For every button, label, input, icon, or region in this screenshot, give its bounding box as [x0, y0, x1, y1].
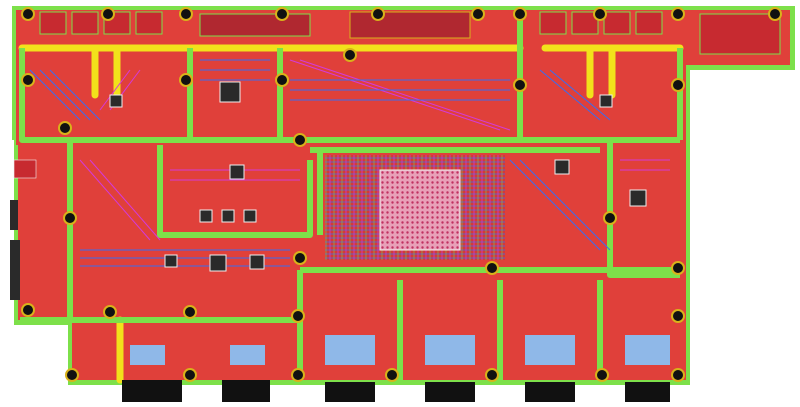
ic-chip-icon — [243, 209, 257, 223]
mounting-hole-icon — [65, 368, 79, 382]
ic-chip-icon — [249, 254, 265, 270]
mounting-hole-icon — [485, 368, 499, 382]
mounting-hole-icon — [21, 7, 35, 21]
mounting-hole-icon — [513, 78, 527, 92]
ic-chips — [109, 81, 647, 272]
ic-chip-icon — [164, 254, 178, 268]
mounting-hole-icon — [513, 7, 527, 21]
top-connectors — [39, 11, 781, 55]
mounting-hole-icon — [179, 7, 193, 21]
ic-chip-icon — [219, 81, 241, 103]
mounting-hole-icon — [768, 7, 782, 21]
mounting-hole-icon — [63, 211, 77, 225]
mounting-hole-icon — [603, 211, 617, 225]
ic-chip-icon — [109, 94, 123, 108]
mounting-hole-icon — [275, 7, 289, 21]
bga-package — [379, 169, 461, 251]
mounting-hole-icon — [671, 309, 685, 323]
mounting-hole-icon — [103, 305, 117, 319]
mounting-hole-icon — [21, 73, 35, 87]
mounting-hole-icon — [291, 368, 305, 382]
left-connectors — [10, 159, 37, 300]
mounting-hole-icon — [183, 305, 197, 319]
mounting-hole-icon — [21, 303, 35, 317]
mounting-hole-icon — [671, 261, 685, 275]
mounting-hole-icon — [58, 121, 72, 135]
mounting-hole-icon — [593, 7, 607, 21]
mounting-hole-icon — [179, 73, 193, 87]
mounting-hole-icon — [595, 368, 609, 382]
power-traces-yellow — [18, 44, 684, 384]
mounting-hole-icon — [371, 7, 385, 21]
ic-chip-icon — [629, 189, 647, 207]
ic-chip-icon — [199, 209, 213, 223]
ic-chip-icon — [229, 164, 245, 180]
mounting-hole-icon — [485, 261, 499, 275]
mounting-hole-icon — [671, 368, 685, 382]
ic-chip-icon — [209, 254, 227, 272]
mounting-hole-icon — [291, 309, 305, 323]
mounting-hole-icon — [293, 133, 307, 147]
mounting-hole-icon — [471, 7, 485, 21]
mounting-hole-icon — [293, 251, 307, 265]
mounting-hole-icon — [275, 73, 289, 87]
bottom-jacks — [122, 380, 670, 402]
ic-chip-icon — [599, 94, 613, 108]
mounting-hole-icon — [385, 368, 399, 382]
bottom-connector-pads — [130, 335, 670, 365]
mounting-hole-icon — [183, 368, 197, 382]
mounting-holes — [21, 7, 782, 382]
mounting-hole-icon — [671, 78, 685, 92]
mounting-hole-icon — [101, 7, 115, 21]
ic-chip-icon — [554, 159, 570, 175]
ic-chip-icon — [221, 209, 235, 223]
mounting-hole-icon — [343, 48, 357, 62]
mounting-hole-icon — [671, 7, 685, 21]
